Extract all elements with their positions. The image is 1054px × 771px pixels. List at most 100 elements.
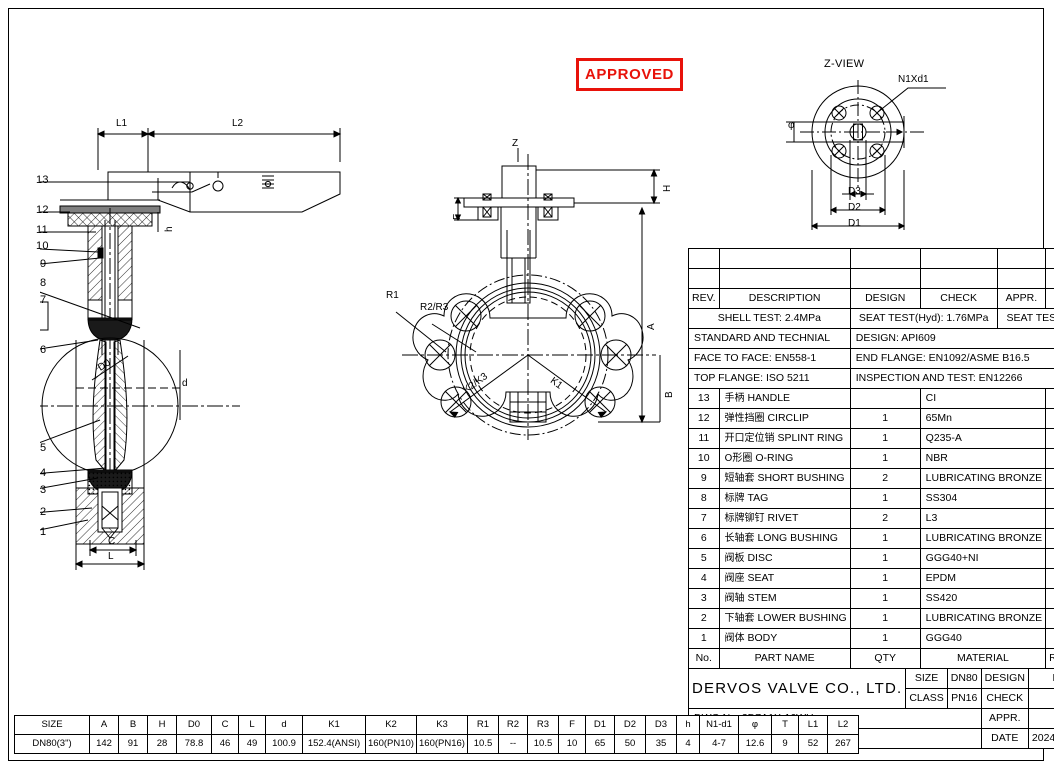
dim-value-d1: 65 <box>585 734 615 754</box>
part-remarks <box>1045 608 1054 629</box>
dim-value-k3: 160(PN16) <box>416 734 468 754</box>
dim-value-n1-d1: 4-7 <box>699 734 739 754</box>
title-row-2: CLASS PN16 CHECK <box>689 688 1054 709</box>
revision-blank-cell[interactable] <box>849 248 921 269</box>
balloon-6: 6 <box>40 344 47 356</box>
part-number: 12 <box>688 408 720 429</box>
title-row-1: DERVOS VALVE CO., LTD. SIZE DN80 DESIGN … <box>687 668 1054 709</box>
part-name-cn: 长轴套 <box>724 533 755 544</box>
revision-blank-cell[interactable] <box>996 248 1047 269</box>
dim-value-r1: 10.5 <box>467 734 499 754</box>
balloon-10: 10 <box>36 240 49 252</box>
part-qty: 1 <box>849 588 921 609</box>
dim-header-t: T <box>771 715 799 735</box>
part-name: 标牌铆钉 RIVET <box>718 508 851 529</box>
part-material: 65Mn <box>919 408 1047 429</box>
seat-test-hyd-cell: SEAT TEST(Hyd): 1.76MPa <box>849 308 998 329</box>
parts-qty-col: QTY <box>849 648 921 669</box>
balloon-9: 9 <box>40 258 47 270</box>
dim-header-k1: K1 <box>302 715 366 735</box>
part-number: 11 <box>688 428 720 449</box>
balloon-4: 4 <box>40 467 47 479</box>
dim-value-d3: 35 <box>645 734 677 754</box>
part-remarks <box>1045 388 1054 409</box>
part-number: 1 <box>688 628 720 649</box>
part-qty: 1 <box>849 608 921 629</box>
dim-value-r3: 10.5 <box>527 734 559 754</box>
part-name: 下轴套 LOWER BUSHING <box>718 608 851 629</box>
dim-header-l: L <box>238 715 266 735</box>
part-material: NBR <box>919 448 1047 469</box>
revision-blank-row[interactable] <box>688 248 1054 269</box>
part-qty <box>849 388 921 409</box>
part-name: 阀体 BODY <box>718 628 851 649</box>
check-label: CHECK <box>980 688 1029 709</box>
part-remarks <box>1045 508 1054 529</box>
part-remarks <box>1045 568 1054 589</box>
part-material: GGG40+NI <box>919 548 1047 569</box>
balloon-2: 2 <box>40 506 47 518</box>
dim-b-label: B <box>664 391 675 398</box>
dim-header-d0: D0 <box>176 715 212 735</box>
dim-header-size: SIZE <box>14 715 90 735</box>
dim-header-k3: K3 <box>416 715 468 735</box>
revision-blank-cell[interactable] <box>718 248 851 269</box>
part-name-cn: O形圈 <box>724 453 753 464</box>
dim-header-d3: D3 <box>645 715 677 735</box>
part-qty: 1 <box>849 448 921 469</box>
specification-block: REV. DESCRIPTION DESIGN CHECK APPR. DATE… <box>688 248 1054 669</box>
part-name-cn: 标牌 <box>724 493 745 504</box>
dim-value-l1: 52 <box>798 734 828 754</box>
dim-value-h: 4 <box>676 734 700 754</box>
design-value: LT <box>1027 668 1054 689</box>
part-remarks <box>1045 588 1054 609</box>
part-name-cn: 弹性挡圈 <box>724 413 765 424</box>
revision-blank-cell[interactable] <box>1045 248 1054 269</box>
dim-value-b: 91 <box>118 734 148 754</box>
size-value: DN80 <box>946 668 982 689</box>
dim-header-r3: R3 <box>527 715 559 735</box>
dim-header-l1: L1 <box>798 715 828 735</box>
dim-l1-label: L1 <box>116 118 128 129</box>
part-remarks <box>1045 528 1054 549</box>
size-label: SIZE <box>905 668 948 689</box>
part-material: Q235-A <box>919 428 1047 449</box>
revision-blank-cell[interactable] <box>718 268 851 289</box>
dim-r2r3-label: R2/R3 <box>420 302 449 313</box>
dim-value-f: 10 <box>558 734 586 754</box>
revision-blank-cell[interactable] <box>849 268 921 289</box>
date-value: 2024.08.01 <box>1027 728 1054 749</box>
part-qty: 1 <box>849 628 921 649</box>
dim-value-k1: 152.4(ANSI) <box>302 734 366 754</box>
standard-right-cell: DESIGN: API609 <box>849 328 1054 349</box>
revision-blank-cell[interactable] <box>919 248 998 269</box>
revision-blank-cell[interactable] <box>919 268 998 289</box>
check-value <box>1027 688 1054 709</box>
balloon-7: 7 <box>40 294 47 306</box>
z-mark-label: Z <box>512 138 519 149</box>
balloon-3: 3 <box>40 484 47 496</box>
standard-right-cell: END FLANGE: EN1092/ASME B16.5 <box>849 348 1054 369</box>
appr-col: APPR. <box>996 288 1047 309</box>
dim-value-d: 100.9 <box>265 734 303 754</box>
dim-header-k2: K2 <box>365 715 417 735</box>
revision-blank-cell[interactable] <box>688 248 720 269</box>
revision-blank-cell[interactable] <box>688 268 720 289</box>
revision-blank-row[interactable] <box>688 268 1054 289</box>
d3-label: D3 <box>848 186 861 197</box>
standard-left-cell: TOP FLANGE: ISO 5211 <box>688 368 851 389</box>
dim-header-d: d <box>265 715 303 735</box>
part-remarks <box>1045 408 1054 429</box>
shell-test-cell: SHELL TEST: 2.4MPa <box>688 308 851 329</box>
dim-l-label: L <box>108 551 114 562</box>
revision-blank-cell[interactable] <box>996 268 1047 289</box>
dim-header-n1-d1: N1-d1 <box>699 715 739 735</box>
revision-blank-cell[interactable] <box>1045 268 1054 289</box>
dim-value-l: 49 <box>238 734 266 754</box>
